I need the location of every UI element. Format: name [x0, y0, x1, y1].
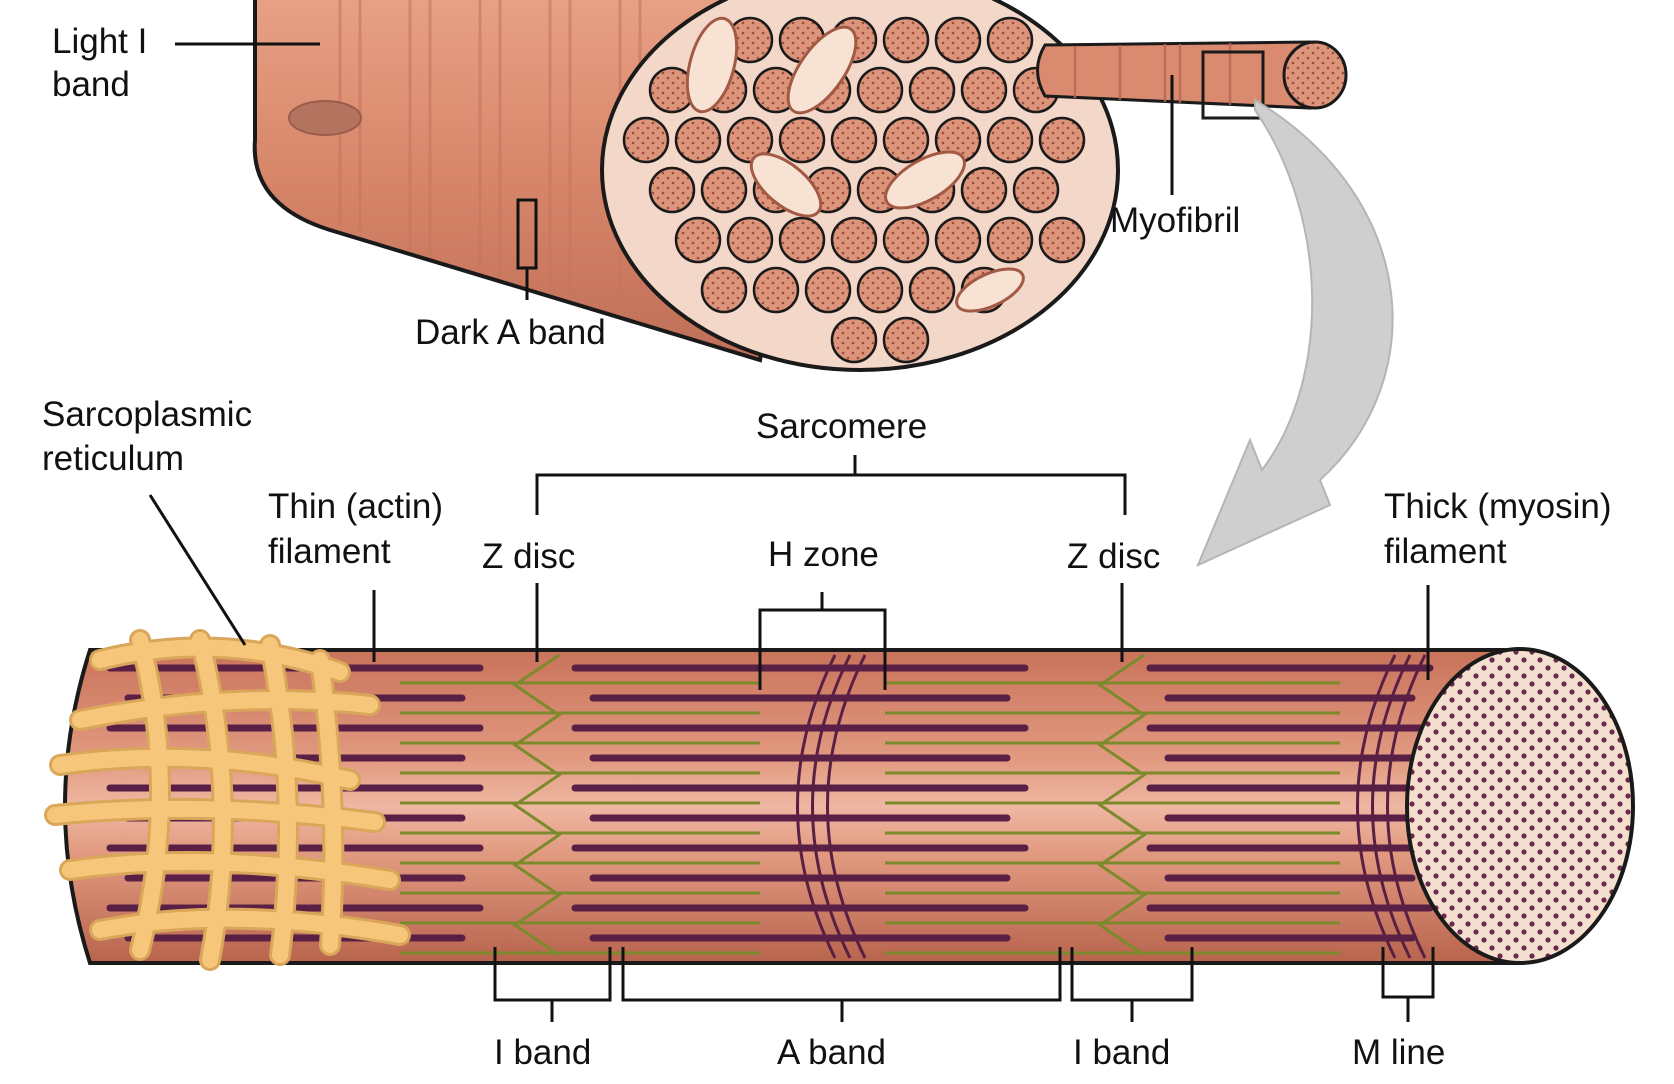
tube-cross-section: [1405, 647, 1635, 965]
label-z-disc-right: Z disc: [1067, 537, 1161, 576]
label-m-line: M line: [1352, 1033, 1446, 1072]
zoom-arrow: [1196, 98, 1394, 567]
myofibril-detail: [63, 647, 1635, 965]
label-light-i-band-2: band: [52, 65, 130, 104]
label-h-zone: H zone: [768, 535, 879, 574]
label-thin-filament-1: Thin (actin): [268, 487, 444, 526]
label-sarcoplasmic-2: reticulum: [42, 439, 184, 478]
bottom-leader-lines: [148, 455, 1435, 1022]
sarcoplasmic-reticulum-shape: [44, 629, 411, 971]
label-thick-filament-2: filament: [1384, 532, 1507, 571]
nucleus-shape: [288, 100, 362, 136]
label-thick-filament-1: Thick (myosin): [1384, 487, 1612, 526]
label-thin-filament-2: filament: [268, 532, 391, 571]
label-light-i-band-1: Light I: [52, 22, 148, 61]
label-myofibril: Myofibril: [1110, 201, 1241, 240]
label-i-band-right: I band: [1073, 1033, 1171, 1072]
label-dark-a-band: Dark A band: [415, 313, 606, 352]
muscle-fiber: [252, 0, 1120, 372]
label-a-band: A band: [777, 1033, 886, 1072]
label-sarcoplasmic-1: Sarcoplasmic: [42, 395, 253, 434]
label-z-disc-left: Z disc: [482, 537, 576, 576]
top-leader-lines: [175, 42, 1174, 300]
label-i-band-left: I band: [494, 1033, 592, 1072]
label-sarcomere: Sarcomere: [756, 407, 928, 446]
myofibril-rod: [1036, 40, 1348, 120]
